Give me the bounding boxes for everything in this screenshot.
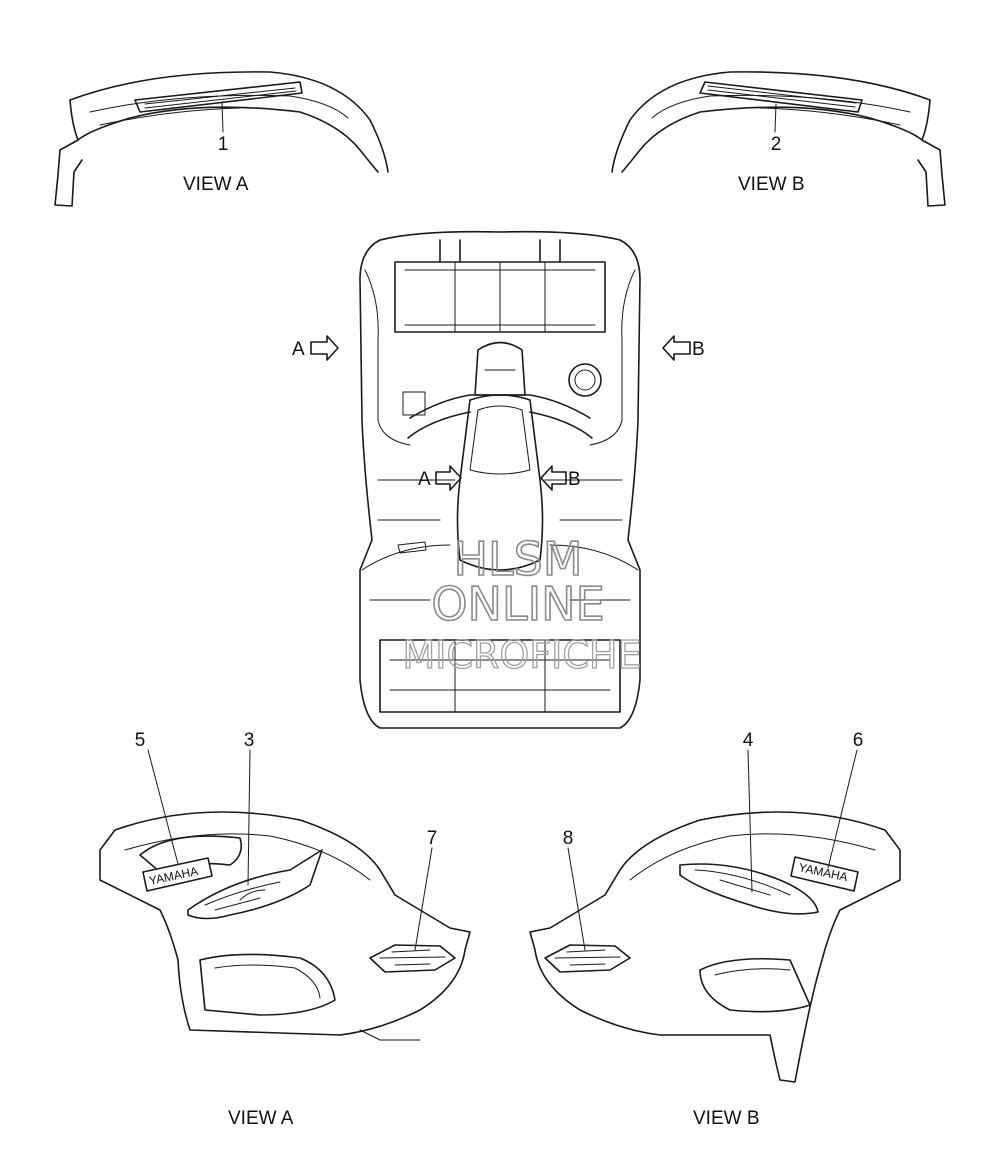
watermark-line-3: MICROFICHE xyxy=(402,633,641,677)
atv-top-view xyxy=(359,230,641,729)
arrow-label-inner-right: B xyxy=(568,469,581,490)
callout-4: 4 xyxy=(743,730,754,751)
front-fender-left-view xyxy=(54,71,389,207)
arrow-outer-left: A xyxy=(292,335,339,361)
callout-7: 7 xyxy=(427,828,438,849)
watermark-line-2: ONLINE xyxy=(431,577,604,631)
rear-fender-right-view: YAMAHA xyxy=(529,811,901,1083)
view-label-bottom-right: VIEW B xyxy=(693,1108,760,1129)
arrow-outer-right: B xyxy=(662,335,705,361)
arrow-label-inner-left: A xyxy=(418,469,431,490)
callout-8: 8 xyxy=(563,828,574,849)
callout-5: 5 xyxy=(135,730,146,751)
arrow-label-outer-right: B xyxy=(692,339,705,360)
view-label-bottom-left: VIEW A xyxy=(228,1108,294,1129)
leader-lines xyxy=(147,749,858,951)
front-fender-right-view xyxy=(611,71,946,207)
view-label-top-left: VIEW A xyxy=(183,174,249,195)
watermark: HLSM ONLINE MICROFICHE xyxy=(402,531,642,677)
callout-6: 6 xyxy=(853,730,864,751)
view-label-top-right: VIEW B xyxy=(738,174,805,195)
arrow-label-outer-left: A xyxy=(292,339,305,360)
callout-2: 2 xyxy=(771,134,782,155)
rear-fender-left-view: YAMAHA xyxy=(99,811,471,1041)
arrow-inner-left: A xyxy=(418,465,462,491)
callout-1: 1 xyxy=(218,134,229,155)
callout-3: 3 xyxy=(244,730,255,751)
watermark-line-1: HLSM xyxy=(453,532,582,586)
arrow-inner-right: B xyxy=(540,465,581,491)
